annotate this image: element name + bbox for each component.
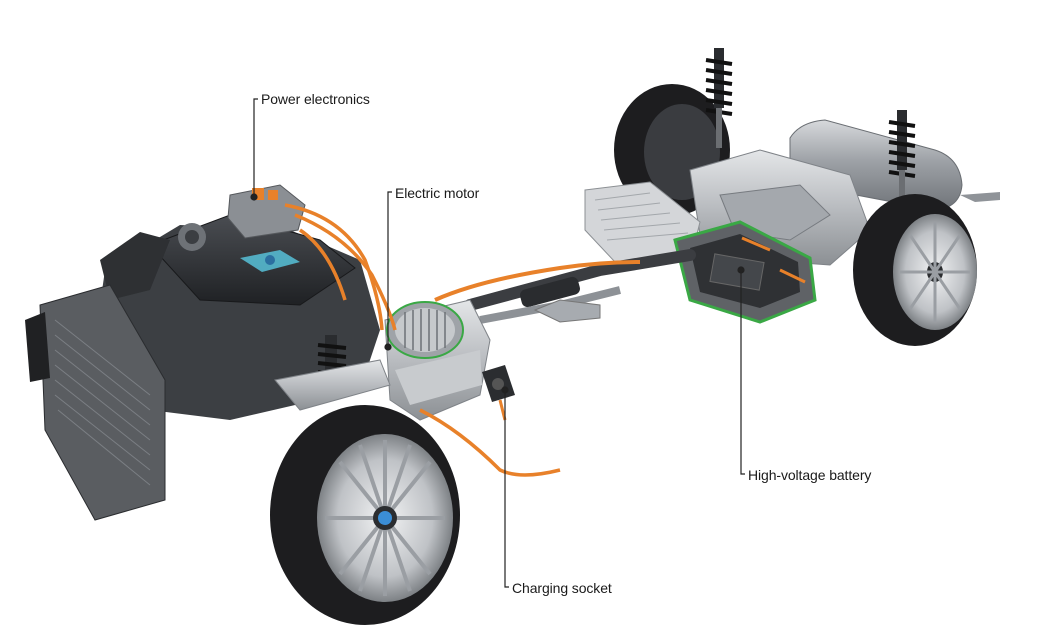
label-charging-socket: Charging socket [512, 580, 612, 596]
label-electric-motor: Electric motor [395, 185, 480, 201]
leader-dot-charging-socket [501, 386, 509, 394]
hv-cable-rear [434, 260, 641, 302]
label-power-electronics: Power electronics [261, 91, 370, 107]
rear-right-wheel [853, 194, 977, 346]
leader-line-electric-motor [387, 191, 392, 345]
leader-lines [250, 98, 745, 588]
leader-dot-power-electronics [250, 193, 258, 201]
label-high-voltage-battery: High-voltage battery [748, 467, 872, 483]
radiator [25, 284, 166, 521]
exhaust-pipe [479, 286, 621, 324]
leader-line-charging-socket [504, 392, 509, 588]
charging-socket [482, 365, 515, 421]
leader-line-power-electronics [253, 98, 258, 195]
drive-shaft [464, 249, 696, 311]
high-voltage-battery [584, 181, 817, 324]
leader-dot-high-voltage-battery [737, 266, 745, 274]
leader-dot-electric-motor [384, 343, 392, 351]
rear-right-spring [888, 110, 916, 210]
rear-left-spring [705, 48, 733, 148]
leader-line-high-voltage-battery [740, 272, 745, 475]
engine [95, 214, 380, 420]
hv-cables-front [284, 203, 561, 477]
power-electronics-unit [227, 184, 306, 239]
front-suspension [274, 335, 391, 411]
front-right-wheel [270, 405, 460, 625]
electric-motor [386, 301, 464, 359]
